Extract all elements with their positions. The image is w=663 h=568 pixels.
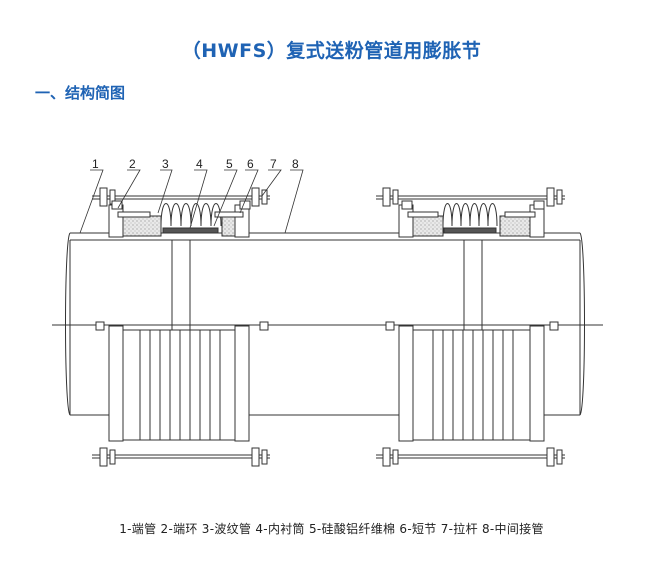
callout-7: 7 bbox=[270, 157, 277, 171]
callout-1: 1 bbox=[92, 157, 99, 171]
page-title: （HWFS）复式送粉管道用膨胀节 bbox=[181, 40, 482, 62]
left-bellows-exterior bbox=[92, 321, 270, 467]
callout-8: 8 bbox=[292, 157, 299, 171]
callout-2: 2 bbox=[129, 157, 136, 171]
right-bellows-exterior bbox=[376, 321, 565, 467]
callout-5: 5 bbox=[226, 157, 233, 171]
callout-labels: 1 2 3 4 5 6 7 8 bbox=[92, 157, 299, 171]
callout-3: 3 bbox=[162, 157, 169, 171]
section-heading: 一、结构简图 bbox=[35, 84, 126, 102]
callout-4: 4 bbox=[196, 157, 203, 171]
leader-lines bbox=[79, 169, 304, 234]
left-expansion-unit bbox=[92, 187, 270, 415]
callout-6: 6 bbox=[247, 157, 254, 171]
parts-legend: 1-端管 2-端环 3-波纹管 4-内衬筒 5-硅酸铝纤维棉 6-短节 7-拉杆… bbox=[119, 522, 544, 536]
